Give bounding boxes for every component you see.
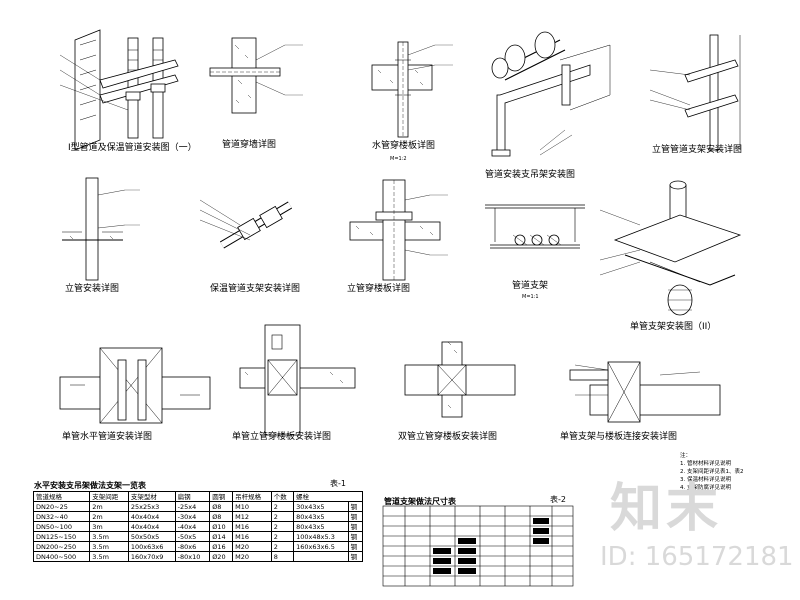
- caption-detail-8: 立管穿楼板详图: [347, 284, 411, 294]
- caption-detail-9-scale: M=1:1: [522, 294, 539, 300]
- detail-9-drawing: [485, 204, 585, 249]
- detail-14-drawing: [569, 361, 721, 423]
- table-cell: 160x70x9: [127, 551, 176, 562]
- detail-10-drawing: [599, 180, 742, 316]
- detail-13-drawing: [404, 341, 516, 418]
- detail-1-drawing: [59, 29, 179, 151]
- table-cell: Ø20: [209, 551, 234, 562]
- detail-12-drawing: [239, 324, 356, 436]
- detail-2-drawing: [209, 37, 286, 114]
- table-row: DN200~250 3.5m 100x63x6 -80x6 Ø16 M20 2 …: [32, 541, 364, 552]
- caption-detail-7: 保温管道支架安装详图: [210, 284, 301, 294]
- caption-detail-10: 单管支架安装图（II）: [630, 322, 717, 332]
- table2-number: 表-2: [550, 495, 566, 504]
- detail-3-drawing: [371, 41, 436, 138]
- table1: 管道规格 支架间距 支架型材 扁钢 圆钢 吊杆规格 个数 螺栓 DN20~25 …: [32, 491, 364, 562]
- table-cell: DN400~500: [32, 551, 91, 562]
- watermark-id: ID: 165172181: [600, 542, 794, 572]
- detail-11-drawing: [59, 347, 211, 424]
- caption-detail-9: 管道支架: [512, 281, 549, 291]
- note-line: 1. 管材材料详见说明: [680, 461, 731, 467]
- caption-detail-6: 立管安装详图: [65, 284, 120, 294]
- notes-title: 注：: [680, 453, 692, 459]
- table-cell: 钢: [347, 551, 364, 562]
- caption-detail-13: 双管立管穿楼板安装详图: [398, 432, 498, 442]
- table1-number: 表-1: [330, 479, 346, 488]
- detail-6-drawing: [62, 177, 126, 281]
- caption-detail-12: 单管立管穿楼板安装详图: [232, 432, 332, 442]
- table-cell: 8: [270, 551, 295, 562]
- caption-detail-1: I型管道及保温管道安装图（一）: [68, 143, 197, 153]
- caption-detail-5: 立管管道支架安装详图: [652, 145, 743, 155]
- notes-block: 注： 1. 管材材料详见说明 2. 支架间距详见表1、表2 3. 保温材料详见说…: [680, 452, 744, 492]
- caption-detail-2: 管道穿墙详图: [222, 140, 277, 150]
- caption-detail-11: 单管水平管道安装详图: [62, 432, 153, 442]
- note-line: 4. 支架防腐详见说明: [680, 485, 731, 491]
- detail-5-drawing: [649, 34, 741, 151]
- detail-8-drawing: [349, 179, 441, 281]
- detail-7-drawing: [199, 199, 293, 249]
- detail-4-drawing: [491, 31, 611, 157]
- watermark-logo: 知末: [610, 479, 723, 539]
- caption-detail-3-scale: M=1:2: [390, 156, 407, 162]
- table-row: DN400~500 3.5m 160x70x9 -80x10 Ø20 M20 8…: [32, 551, 364, 562]
- table2-title: 管道支架做法尺寸表: [384, 497, 456, 506]
- caption-detail-4: 管道安装支吊架安装图: [485, 170, 576, 180]
- caption-detail-3: 水管穿楼板详图: [372, 141, 436, 151]
- leader-lines: [125, 44, 453, 256]
- note-line: 3. 保温材料详见说明: [680, 477, 731, 483]
- table1-title: 水平安装支吊架做法支架一览表: [34, 481, 146, 490]
- note-line: 2. 支架间距详见表1、表2: [680, 469, 744, 475]
- caption-detail-14: 单管支架与楼板连接安装详图: [560, 432, 678, 442]
